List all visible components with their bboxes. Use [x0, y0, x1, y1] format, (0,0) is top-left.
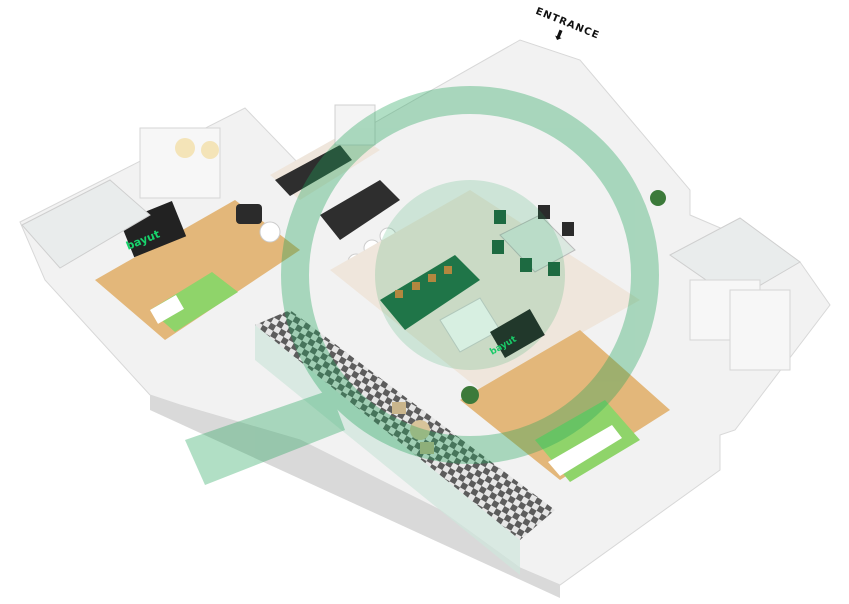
left-bathroom: [21, 127, 221, 269]
living-area: bayut: [330, 190, 640, 390]
left-bedroom: bayut: [95, 200, 300, 340]
bayut-pin-watermark-icon: [185, 86, 659, 485]
kitchen: [270, 104, 400, 271]
balcony: [255, 310, 555, 575]
right-bathroom: [669, 217, 801, 371]
dining-area: [492, 205, 576, 276]
plants: [461, 190, 666, 404]
right-bedroom: [460, 330, 670, 482]
